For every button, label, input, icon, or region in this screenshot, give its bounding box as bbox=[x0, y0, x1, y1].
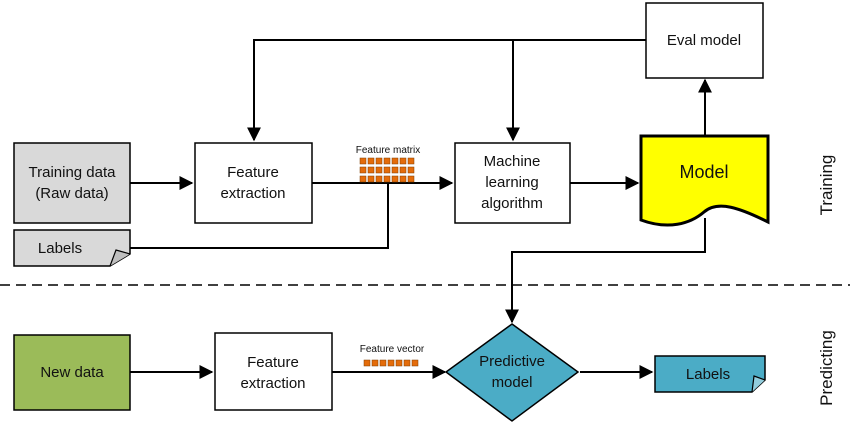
ml-algorithm-line2: learning bbox=[485, 174, 538, 191]
edge-model-to-predictive bbox=[505, 218, 706, 324]
training-data-label-line2: (Raw data) bbox=[35, 185, 108, 202]
feature-matrix: Feature matrix bbox=[356, 145, 420, 183]
feature-matrix-label: Feature matrix bbox=[356, 145, 420, 156]
feature-vector-cell bbox=[395, 359, 403, 367]
feature-vector-cell bbox=[387, 359, 395, 367]
feature-matrix-cell bbox=[399, 166, 407, 174]
labels-output-node: Labels bbox=[654, 355, 766, 393]
predicting-section-label: Predicting bbox=[817, 330, 836, 406]
feature-matrix-cell bbox=[359, 175, 367, 183]
feature-matrix-cell bbox=[383, 175, 391, 183]
feature-vector-cells bbox=[363, 359, 419, 367]
edge-labels-to-feature-matrix bbox=[130, 182, 389, 249]
training-data-node: Training data (Raw data) bbox=[13, 142, 131, 224]
feature-matrix-cell bbox=[391, 166, 399, 174]
feature-matrix-cell bbox=[375, 175, 383, 183]
feature-matrix-cell bbox=[375, 166, 383, 174]
feature-matrix-cell bbox=[399, 175, 407, 183]
feature-vector-cell bbox=[411, 359, 419, 367]
feature-vector-cell bbox=[363, 359, 371, 367]
model-label: Model bbox=[679, 162, 728, 182]
feature-vector-label: Feature vector bbox=[360, 344, 425, 355]
feature-vector-cell bbox=[371, 359, 379, 367]
new-data-node: New data bbox=[13, 334, 131, 411]
feature-extraction-training-line1: Feature bbox=[227, 164, 279, 181]
feature-matrix-cell bbox=[367, 166, 375, 174]
feature-matrix-cell bbox=[375, 157, 383, 165]
feature-matrix-cell bbox=[407, 166, 415, 174]
labels-output-label: Labels bbox=[686, 366, 730, 383]
ml-algorithm-line1: Machine bbox=[484, 153, 541, 170]
predictive-model-node: Predictive model bbox=[444, 323, 580, 422]
feature-matrix-cell bbox=[407, 175, 415, 183]
predictive-model-line2: model bbox=[492, 374, 533, 391]
feature-extraction-predicting-line2: extraction bbox=[240, 375, 305, 392]
feature-matrix-cell bbox=[359, 166, 367, 174]
feature-vector-cell bbox=[403, 359, 411, 367]
feature-matrix-cell bbox=[391, 157, 399, 165]
predictive-model-line1: Predictive bbox=[479, 353, 545, 370]
eval-model-label: Eval model bbox=[667, 32, 741, 49]
feature-extraction-training-line2: extraction bbox=[220, 185, 285, 202]
feature-matrix-cell bbox=[383, 157, 391, 165]
labels-doc-label: Labels bbox=[38, 240, 82, 257]
feature-vector-cell bbox=[379, 359, 387, 367]
feature-matrix-cell bbox=[391, 175, 399, 183]
feature-extraction-predicting-node: Feature extraction bbox=[214, 332, 333, 411]
feature-extraction-predicting-line1: Feature bbox=[247, 354, 299, 371]
feature-matrix-cell bbox=[359, 157, 367, 165]
feature-matrix-cell bbox=[407, 157, 415, 165]
feature-matrix-cell bbox=[399, 157, 407, 165]
feature-matrix-cell bbox=[367, 157, 375, 165]
feature-extraction-training-node: Feature extraction bbox=[194, 142, 313, 224]
training-data-label-line1: Training data bbox=[29, 164, 117, 181]
edges bbox=[130, 39, 712, 379]
eval-model-node: Eval model bbox=[645, 2, 764, 79]
edge-eval-to-feature-extraction bbox=[247, 39, 646, 142]
training-section-label: Training bbox=[817, 155, 836, 216]
ml-algorithm-line3: algorithm bbox=[481, 195, 543, 212]
ml-algorithm-node: Machine learning algorithm bbox=[454, 142, 571, 224]
feature-matrix-cells bbox=[359, 157, 415, 183]
feature-vector: Feature vector bbox=[360, 344, 425, 367]
labels-doc-node: Labels bbox=[13, 229, 131, 267]
feature-matrix-cell bbox=[367, 175, 375, 183]
feature-matrix-cell bbox=[383, 166, 391, 174]
new-data-label: New data bbox=[40, 364, 104, 381]
model-node: Model bbox=[639, 134, 770, 227]
